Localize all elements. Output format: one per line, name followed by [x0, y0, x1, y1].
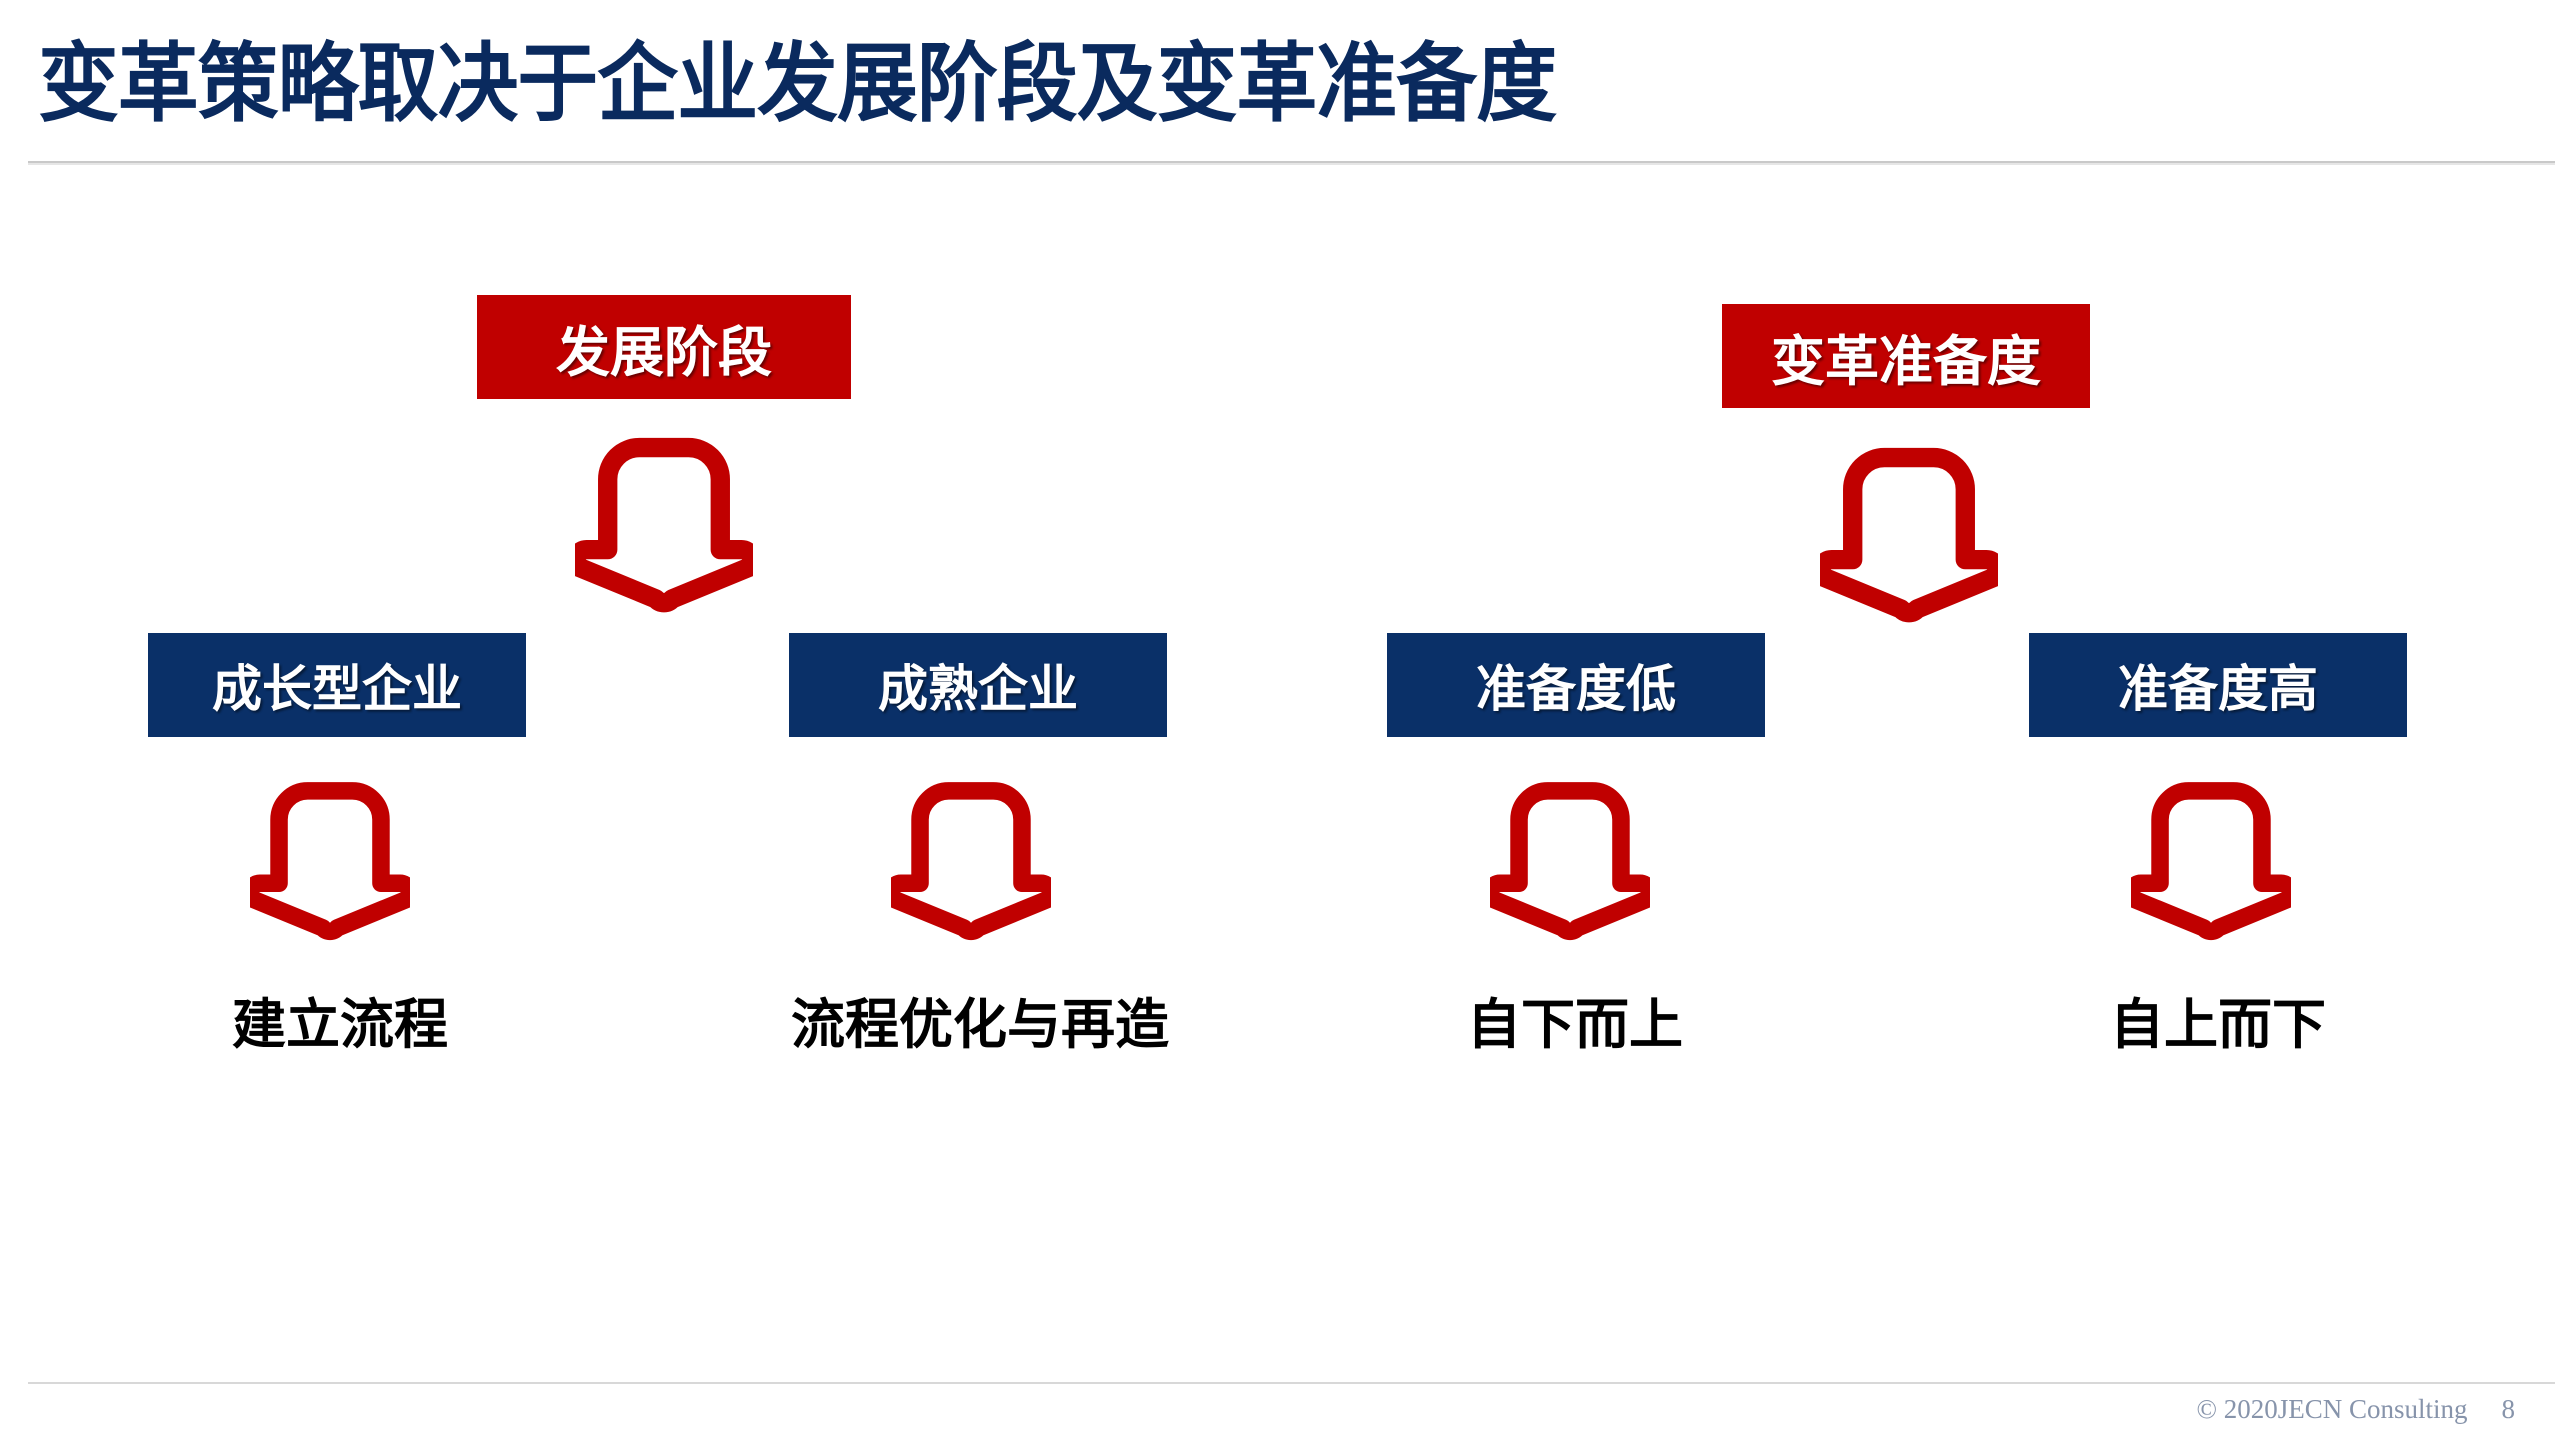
title-divider [28, 161, 2555, 165]
footer-copyright: © 2020JECN Consulting [2196, 1394, 2468, 1424]
footer-divider [28, 1382, 2555, 1384]
outcome-label-establish-process: 建立流程 [232, 995, 448, 1055]
outcome-label-bottom-up: 自下而上 [1467, 995, 1683, 1055]
outcome-label-top-down: 自上而下 [2110, 995, 2326, 1055]
option-box-mature-company[interactable]: 成熟企业 [789, 633, 1167, 737]
footer: © 2020JECN Consulting 8 [2196, 1394, 2515, 1425]
footer-page-number: 8 [2501, 1394, 2516, 1424]
option-box-growth-company[interactable]: 成长型企业 [148, 633, 526, 737]
option-box-high-readiness[interactable]: 准备度高 [2029, 633, 2407, 737]
down-arrow-icon [1490, 775, 1650, 947]
down-arrow-icon [891, 775, 1051, 947]
down-arrow-icon [1820, 440, 1998, 630]
down-arrow-icon [250, 775, 410, 947]
down-arrow-icon [575, 430, 753, 620]
down-arrow-icon [2131, 775, 2291, 947]
page-title: 变革策略取决于企业发展阶段及变革准备度 [38, 36, 1557, 132]
outcome-label-process-optimization: 流程优化与再造 [791, 995, 1169, 1055]
branch-header-development-stage[interactable]: 发展阶段 [477, 295, 851, 399]
branch-header-change-readiness[interactable]: 变革准备度 [1722, 304, 2090, 408]
option-box-low-readiness[interactable]: 准备度低 [1387, 633, 1765, 737]
